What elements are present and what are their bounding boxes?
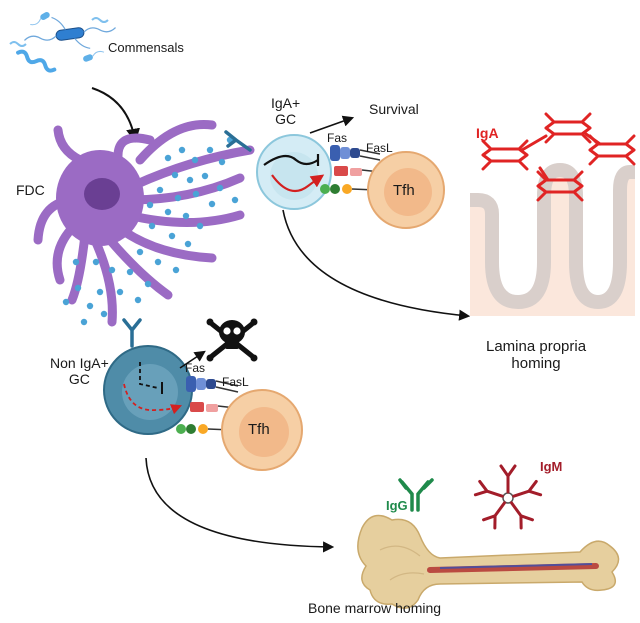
bacteria-icon bbox=[9, 12, 117, 73]
fdc-cell bbox=[33, 119, 255, 327]
igg-label: IgG bbox=[386, 498, 408, 513]
non-iga-gc-to-bone-arrow bbox=[145, 457, 335, 553]
iga-gc-label: IgA+ GC bbox=[271, 95, 301, 128]
bone-illustration bbox=[357, 514, 620, 609]
tfh-cell-top bbox=[367, 151, 445, 229]
iga-gc-survival-arrow bbox=[309, 115, 355, 134]
igg-antibody bbox=[398, 478, 434, 512]
commensals-label: Commensals bbox=[108, 40, 184, 55]
fasl-label-top: FasL bbox=[366, 141, 393, 155]
commensal-to-fdc-arrow bbox=[91, 87, 140, 143]
non-iga-gc-cell bbox=[103, 318, 193, 435]
iga-gc-cell bbox=[224, 130, 332, 210]
non-iga-gc-label: Non IgA+ GC bbox=[50, 355, 109, 388]
fas-label-top: Fas bbox=[327, 131, 348, 145]
skull-crossbones-icon bbox=[206, 318, 258, 362]
bone-marrow-label: Bone marrow homing bbox=[308, 600, 442, 616]
iga-antibodies bbox=[481, 112, 636, 202]
fas-label-bottom: Fas bbox=[185, 361, 206, 375]
igm-antibody bbox=[473, 464, 543, 530]
gut-panel bbox=[470, 160, 637, 316]
lamina-propria-label: Lamina propria homing bbox=[486, 338, 587, 373]
antibody-icon bbox=[224, 130, 252, 152]
iga-label: IgA bbox=[476, 125, 499, 141]
antibody-icon bbox=[122, 318, 142, 348]
tfh-cell-bottom bbox=[221, 389, 303, 471]
non-iga-gc-death-arrow bbox=[179, 350, 206, 369]
iga-gc-to-lamina-arrow bbox=[282, 209, 471, 321]
tfh-label-top: Tfh bbox=[393, 182, 415, 199]
fasl-label-bottom: FasL bbox=[222, 375, 249, 389]
survival-label: Survival bbox=[369, 101, 419, 117]
igm-label: IgM bbox=[540, 459, 563, 474]
fdc-label: FDC bbox=[16, 182, 45, 198]
tfh-label-bottom: Tfh bbox=[248, 421, 270, 438]
antigen-dots bbox=[62, 136, 239, 326]
